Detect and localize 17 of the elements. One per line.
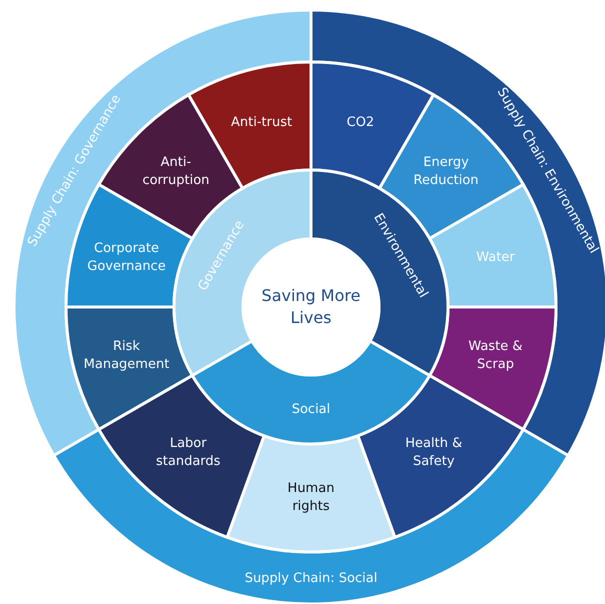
topic-label: Labor standards xyxy=(155,435,222,472)
topic-label: Water xyxy=(475,248,516,267)
topic-label: CO2 xyxy=(346,114,376,132)
outer-ring-segment xyxy=(52,428,570,604)
middle-ring-segment xyxy=(226,434,396,554)
pillar-label: Social xyxy=(290,401,332,419)
topic-label: Corporate Governance xyxy=(86,240,167,276)
topic-label: Anti-corruption xyxy=(141,154,210,190)
center-title: Saving More Lives xyxy=(260,285,362,329)
topic-label: Risk Management xyxy=(82,338,170,374)
topic-label: Human rights xyxy=(286,480,336,516)
ring-label: Supply Chain: Social xyxy=(244,570,378,588)
topic-label: Health & Safety xyxy=(404,435,464,472)
topic-label: Waste & Scrap xyxy=(467,338,524,374)
topic-label: Energy Reduction xyxy=(412,154,480,190)
topic-label: Anti-trust xyxy=(230,114,294,132)
middle-ring-segment xyxy=(97,374,266,539)
